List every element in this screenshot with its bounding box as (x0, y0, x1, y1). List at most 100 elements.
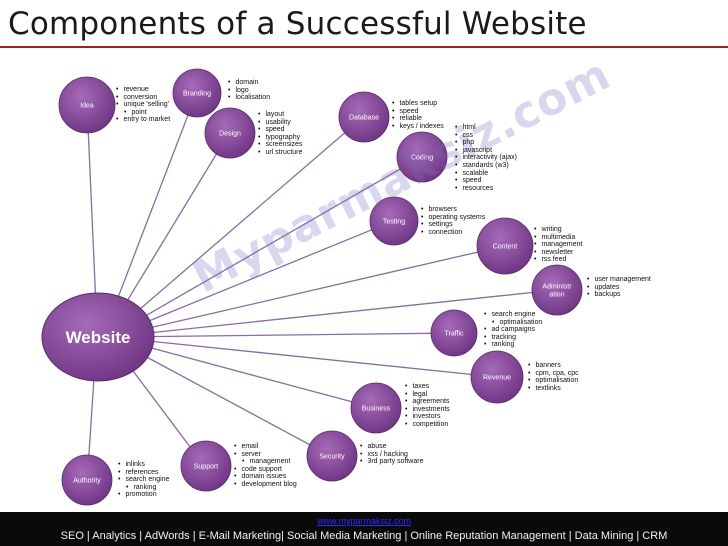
bullet: legal (405, 391, 450, 399)
connector-administration (148, 291, 533, 334)
node-label-design: Design (219, 131, 241, 138)
security-bullets: abuse xss / hacking 3rd party software (360, 443, 423, 466)
bullet: html (455, 124, 517, 132)
connector-revenue (148, 340, 472, 376)
node-label-testing: Testing (383, 219, 405, 226)
database-bullets: tables setup speed reliable keys / index… (392, 100, 444, 130)
bullet: ad campaigns (484, 326, 542, 334)
node-content: Content (476, 217, 534, 275)
bullet: ranking (484, 341, 542, 349)
bullet: multimedia (534, 234, 582, 242)
support-bullets: email server management code support dom… (234, 443, 297, 489)
bullet: domain (228, 79, 270, 87)
bullet: optimalisation (528, 377, 579, 385)
bullet: speed (392, 108, 444, 116)
node-design: Design (204, 107, 256, 159)
bullet: user management (587, 276, 650, 284)
bullet: browsers (421, 206, 485, 214)
bullet: tables setup (392, 100, 444, 108)
title-divider (0, 46, 728, 48)
bullet: javascript (455, 147, 517, 155)
bullet-continuation: optimalisation (484, 319, 542, 327)
bullet: competition (405, 421, 450, 429)
node-security: Security (306, 430, 358, 482)
bullet: abuse (360, 443, 423, 451)
bullet: layout (258, 111, 302, 119)
bullet: banners (528, 362, 579, 370)
bullet: investments (405, 406, 449, 414)
node-label-coding: Coding (411, 155, 433, 162)
bullet: investors (405, 413, 450, 421)
node-label-administration: ation (549, 292, 564, 299)
bullet: connection (421, 229, 485, 237)
connector-security (142, 354, 311, 446)
bullet-continuation: management (234, 458, 297, 466)
traffic-bullets: search engine optimalisation ad campaign… (484, 311, 542, 349)
node-label-authority: Authority (73, 478, 101, 485)
bullet: css (455, 132, 517, 140)
bullet: speed (258, 126, 302, 134)
connector-coding (141, 168, 401, 319)
bullet: url structure (258, 149, 302, 157)
node-branding: Branding (172, 68, 222, 118)
bullet: inlinks (118, 461, 169, 469)
bullet: newsletter (534, 249, 582, 257)
idea-bullets: revenue conversion unique 'selling' poin… (116, 86, 170, 124)
administration-bullets: user management updates backups (587, 276, 650, 299)
bullet: settings (421, 221, 485, 229)
bullet: search engine (118, 476, 169, 484)
bullet: operating systems (421, 214, 485, 222)
bullet: xss / hacking (360, 451, 423, 459)
content-bullets: writing multimedia management newsletter… (534, 226, 582, 264)
bullet-continuation: ranking (118, 484, 169, 492)
bullet: resources (455, 185, 517, 193)
node-idea: Idea (58, 76, 116, 134)
bullet: scalable (455, 170, 517, 178)
node-label-traffic: Traffic (444, 331, 464, 338)
bullet-continuation: point (116, 109, 170, 117)
design-bullets: layout usability speed typography screen… (258, 111, 302, 157)
node-support: Support (180, 440, 232, 492)
bullet: writing (534, 226, 582, 234)
bullet: search engine (484, 311, 542, 319)
footer-website-link[interactable]: www.myparmaksiz.com (316, 516, 411, 526)
node-business: Business (350, 382, 402, 434)
authority-bullets: inlinks references search engine ranking… (118, 461, 169, 499)
bullet: usability (258, 119, 302, 127)
bullet: unique 'selling' (116, 101, 170, 109)
revenue-bullets: banners cpm, cpa, cpc optimalisation tex… (528, 362, 579, 393)
node-coding: Coding (396, 131, 448, 183)
connector-content (147, 251, 478, 330)
bullet: management (534, 241, 582, 249)
node-label-database: Database (349, 115, 379, 122)
bullet: reliable (392, 115, 444, 123)
bullet: conversion (116, 94, 170, 102)
bullet: agreements (405, 398, 450, 406)
node-label-business: Business (362, 406, 391, 413)
node-testing: Testing (369, 196, 419, 246)
bullet: tracking (484, 334, 542, 342)
connector-business (146, 346, 352, 403)
bullet: entry to market (116, 116, 170, 124)
page-title: Components of a Successful Website (8, 6, 587, 42)
bullet: development blog (234, 481, 296, 489)
node-label-support: Support (194, 464, 219, 471)
node-website-hub: Website (41, 292, 155, 382)
connector-design (124, 153, 217, 305)
bullet: domain issues (234, 473, 297, 481)
bullet: 3rd party software (360, 458, 423, 466)
node-database: Database (338, 91, 390, 143)
bullet: typography (258, 134, 302, 142)
node-label-content: Content (493, 244, 518, 251)
bullet: textlinks (528, 385, 579, 393)
node-authority: Authority (61, 454, 113, 506)
node-label-idea: Idea (80, 103, 94, 110)
bullet: localisation (228, 94, 270, 102)
bullet: screensizes (258, 141, 302, 149)
bullet: speed (455, 177, 517, 185)
node-label-revenue: Revenue (483, 375, 511, 382)
bullet: rss feed (534, 256, 582, 264)
bullet: email (234, 443, 297, 451)
